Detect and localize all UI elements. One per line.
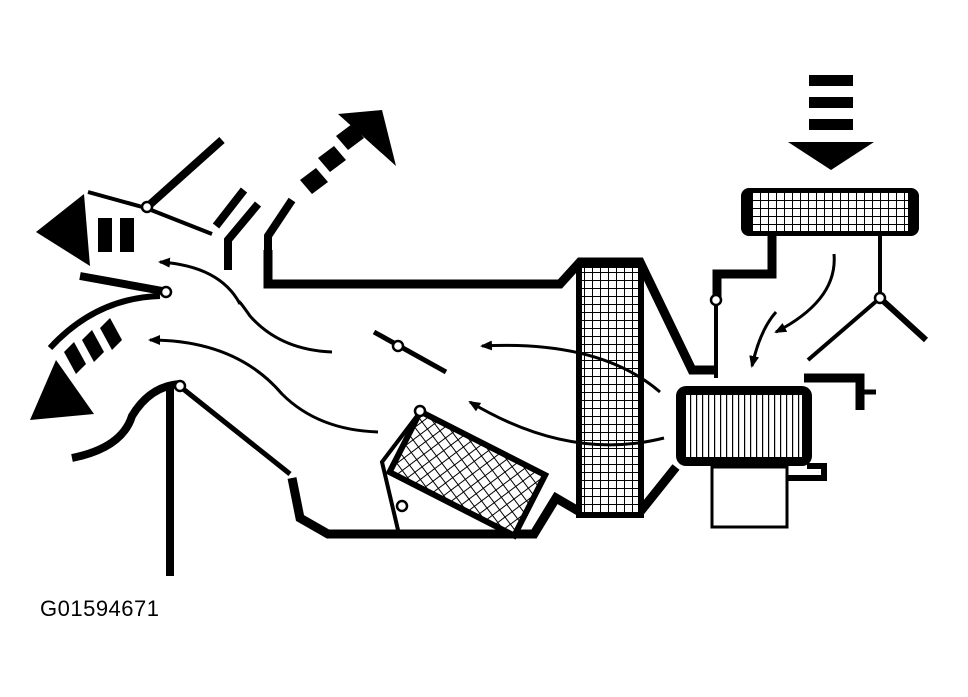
mode-door-middle [47, 272, 173, 351]
inlet-air-arrow [788, 75, 874, 170]
floor-outlet-arrow [30, 318, 122, 420]
air-filter [741, 188, 919, 236]
defrost-outlet-arrow [300, 110, 396, 194]
airflow-arrow-to-floor [148, 335, 379, 434]
blower-fan [676, 386, 812, 466]
airflow-arrow-to-vent [158, 257, 242, 305]
mode-door-upper [87, 137, 225, 236]
vent-outlet-arrow [36, 194, 134, 266]
blend-door [372, 329, 448, 375]
defrost-duct [212, 187, 296, 270]
airflow-arrow-intake-2 [749, 311, 778, 368]
airflow-arrow-vent-wave [237, 300, 333, 354]
heater-core [385, 407, 550, 540]
recirculation-door [806, 234, 929, 362]
blower-motor [710, 463, 827, 529]
floor-duct [71, 379, 292, 576]
figure-caption: G01594671 [40, 596, 160, 621]
airflow-arrows [148, 253, 836, 447]
airflow-arrow-blower-lower [468, 400, 665, 447]
evaporator-core [576, 262, 644, 518]
airflow-arrow-intake-1 [774, 253, 836, 334]
heater-core-door [379, 404, 427, 531]
airflow-arrow-blower-upper [480, 340, 661, 394]
